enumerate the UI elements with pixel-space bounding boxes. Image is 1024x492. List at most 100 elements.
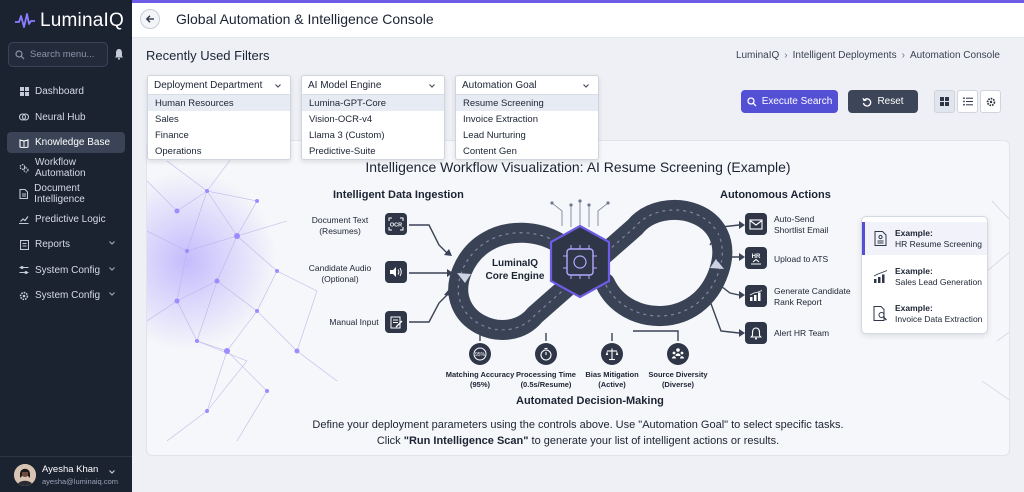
sidebar-item-system-config[interactable]: System Config [7, 260, 125, 281]
search-icon [747, 96, 757, 106]
avatar [14, 463, 36, 486]
example-hr-resume-screening[interactable]: Example: HR Resume Screening [862, 222, 987, 255]
input-label-line: Manual Input [329, 317, 379, 327]
dropdown-option[interactable]: Llama 3 (Custom) [309, 129, 385, 141]
example-title: Example: [895, 303, 933, 313]
search-document-icon [872, 306, 888, 322]
trend-icon [19, 214, 29, 224]
metric-label: Processing Time (0.5s/Resume) [501, 370, 591, 389]
sidebar-item-label: System Config [35, 290, 101, 301]
chart-icon [872, 269, 888, 285]
breadcrumb-item[interactable]: Intelligent Deployments [792, 50, 897, 61]
grid-view-button[interactable] [934, 90, 955, 113]
metric-label: Source Diversity (Diverse) [633, 370, 723, 389]
report-icon [19, 239, 29, 250]
sidebar-item-label: Workflow Automation [35, 157, 86, 179]
metric-label-line: (Diverse) [661, 379, 695, 389]
user-email: ayesha@luminaiq.com [42, 476, 118, 486]
document-icon [872, 231, 888, 247]
user-profile[interactable]: Ayesha Khan ayesha@luminaiq.com [0, 456, 132, 492]
examples-card: Example: HR Resume Screening Example: Sa… [861, 216, 988, 334]
dropdown-option[interactable]: Operations [155, 145, 202, 157]
brand-logo[interactable]: LuminaIQ [14, 8, 124, 34]
sidebar-search-input[interactable]: Search menu... [8, 42, 108, 67]
example-subtitle: Sales Lead Generation [895, 277, 982, 287]
dropdown-header[interactable]: Deployment Department [148, 76, 290, 95]
back-button[interactable] [140, 9, 160, 29]
sidebar-item-knowledge-base[interactable]: Knowledge Base [7, 132, 125, 153]
run-intelligence-scan-link[interactable]: "Run Intelligence Scan" [403, 435, 529, 447]
sidebar-item-neural-hub[interactable]: Neural Hub [7, 107, 125, 128]
dropdown-label: Automation Goal [462, 79, 537, 91]
edit-icon [385, 311, 407, 333]
dropdown-option[interactable]: Sales [155, 113, 179, 125]
input-label: Manual Input [309, 317, 399, 328]
sidebar-item-label: System Config [35, 264, 101, 276]
dropdown-option[interactable]: Invoice Extraction [463, 113, 538, 125]
chart-icon [745, 285, 767, 307]
list-icon [962, 97, 973, 106]
breadcrumb-item[interactable]: LuminaIQ [735, 50, 780, 61]
input-label: Candidate Audio (Optional) [295, 263, 385, 285]
model-engine-dropdown[interactable]: AI Model Engine Lumina-GPT-Core Vision-O… [301, 75, 445, 160]
dropdown-option[interactable]: Lead Nurturing [463, 129, 526, 141]
dropdown-header[interactable]: Automation Goal [456, 76, 598, 95]
automation-goal-dropdown[interactable]: Automation Goal Resume Screening Invoice… [455, 75, 599, 160]
execute-search-button[interactable]: Execute Search [741, 90, 838, 113]
example-sales-lead-generation[interactable]: Example: Sales Lead Generation [862, 260, 987, 293]
list-view-button[interactable] [957, 90, 978, 113]
brain-icon [19, 112, 29, 122]
sliders-icon [19, 265, 29, 275]
metric-label-line: Matching Accuracy [445, 370, 515, 379]
example-title: Example: [895, 228, 933, 238]
chevron-down-icon [109, 470, 115, 474]
dropdown-option[interactable]: Predictive-Suite [309, 145, 376, 157]
sidebar-item-system-config-2[interactable]: System Config [7, 285, 125, 306]
settings-button[interactable] [980, 90, 1001, 113]
action-label: Alert HR Team [774, 328, 829, 339]
svg-text:HR: HR [752, 254, 761, 260]
input-label-line: Candidate Audio [308, 263, 372, 273]
example-subtitle: HR Resume Screening [895, 239, 982, 249]
sidebar-item-reports[interactable]: Reports [7, 234, 125, 255]
execute-search-label: Execute Search [761, 96, 833, 107]
dropdown-option[interactable]: Resume Screening [456, 95, 598, 111]
sidebar-item-dashboard[interactable]: Dashboard [7, 81, 125, 102]
notification-bell-icon[interactable] [114, 48, 124, 60]
department-dropdown[interactable]: Deployment Department Human Resources Sa… [147, 75, 291, 160]
sidebar-item-label: Reports [35, 239, 71, 250]
book-icon [19, 138, 29, 148]
grid-icon [19, 87, 29, 97]
instruction-pre: Click [376, 435, 404, 447]
sidebar-item-workflow-automation[interactable]: Workflow Automation [7, 157, 125, 179]
dropdown-option[interactable]: Finance [155, 129, 189, 141]
chevron-down-icon [275, 84, 281, 88]
people-icon [667, 343, 689, 365]
engine-line: LuminaIQ [491, 258, 539, 269]
dropdown-option[interactable]: Vision-OCR-v4 [309, 113, 373, 125]
action-label-line: Auto-Send [774, 214, 815, 224]
filters-title: Recently Used Filters [146, 48, 270, 63]
dropdown-option[interactable]: Lumina-GPT-Core [302, 95, 444, 111]
sidebar-item-predictive-logic[interactable]: Predictive Logic [7, 209, 125, 230]
action-label-line: Rank Report [774, 297, 822, 307]
dropdown-header[interactable]: AI Model Engine [302, 76, 444, 95]
search-placeholder: Search menu... [30, 49, 95, 60]
gauge-badge: 95% [475, 352, 486, 358]
breadcrumb-separator: › [784, 50, 788, 61]
example-invoice-data-extraction[interactable]: Example: Invoice Data Extraction [862, 297, 987, 330]
input-label-line: (Optional) [321, 274, 359, 284]
action-label-line: Upload to ATS [774, 254, 829, 264]
scale-icon [601, 343, 623, 365]
viz-title: Intelligence Workflow Visualization: AI … [365, 159, 791, 175]
instruction-line-2: Click "Run Intelligence Scan" to generat… [147, 434, 1009, 449]
reset-button[interactable]: Reset [848, 90, 918, 113]
metric-label-line: Source Diversity [648, 370, 708, 379]
chevron-down-icon [109, 266, 115, 271]
metric-label: Matching Accuracy (95%) [435, 370, 525, 389]
dropdown-option[interactable]: Content Gen [463, 145, 517, 157]
dropdown-option[interactable]: Human Resources [148, 95, 290, 111]
input-label-line: Document Text [311, 215, 369, 225]
sidebar-item-document-intelligence[interactable]: Document Intelligence [7, 183, 125, 205]
chevron-down-icon [109, 292, 115, 296]
